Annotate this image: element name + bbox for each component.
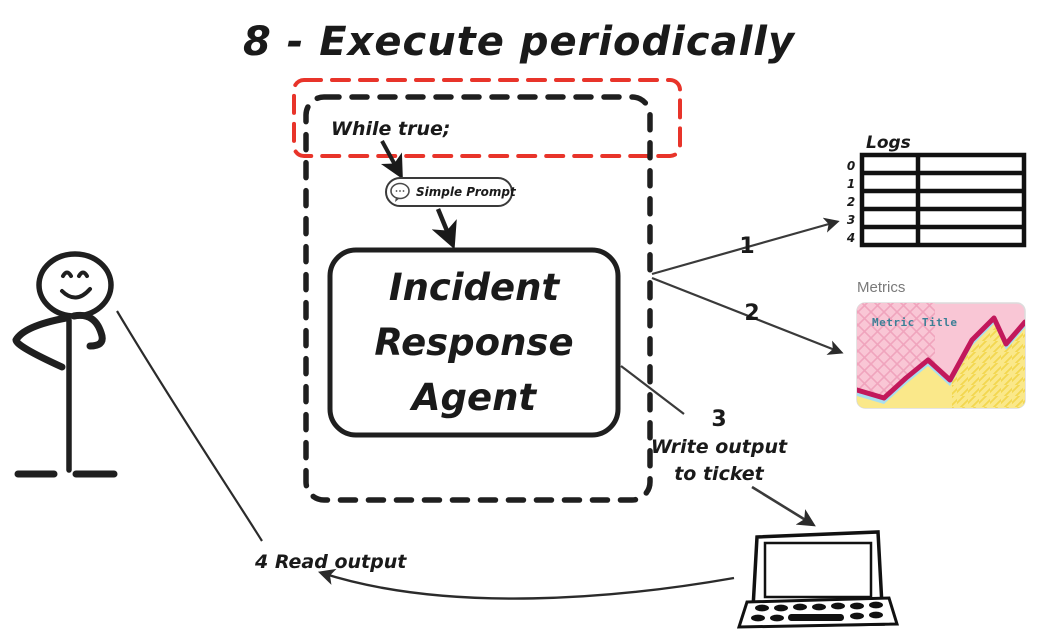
connector-3-stub — [620, 365, 685, 415]
connector-2-line — [651, 276, 844, 355]
logs-row-label-1: 1 — [847, 177, 855, 191]
logs-title: Logs — [866, 133, 911, 153]
while-true-label: While true; — [331, 118, 450, 140]
stick-figure-person — [12, 251, 118, 478]
metrics-title: Metrics — [857, 279, 905, 296]
agent-label-line1: Incident — [389, 266, 561, 309]
metrics-chart: Metrics Metric Title — [856, 279, 1026, 409]
laptop-keys — [751, 601, 883, 622]
connector-4-line-upper — [116, 310, 263, 542]
logs-table-border — [859, 152, 1027, 248]
metrics-series-line — [857, 315, 1025, 401]
agent-label-line3: Agent — [409, 376, 538, 419]
simple-prompt-label: Simple Prompt — [416, 185, 517, 199]
logs-row-label-4: 4 — [846, 231, 855, 245]
connector-4-label: 4 Read output — [254, 551, 407, 573]
connector-3-label-line1: Write output — [651, 436, 788, 458]
periodic-execution-highlight — [292, 78, 682, 158]
metrics-chart-title: Metric Title — [872, 316, 957, 329]
logs-table: Logs 0 1 2 3 4 — [846, 133, 1027, 248]
simple-prompt-node[interactable]: Simple Prompt — [385, 177, 517, 207]
connector-prompt-to-agent — [431, 208, 457, 250]
connector-3-line — [751, 485, 816, 527]
metrics-area-hatch — [952, 324, 1025, 408]
logs-row-label-2: 2 — [847, 195, 855, 209]
agent-box[interactable] — [327, 247, 621, 438]
connector-while-to-prompt — [380, 140, 403, 180]
logs-row-label-0: 0 — [847, 159, 855, 173]
connector-3-number: 3 — [711, 407, 726, 432]
connector-4-line-lower — [317, 568, 735, 600]
connector-2-label: 2 — [744, 301, 759, 326]
simple-prompt-pill[interactable] — [385, 177, 513, 207]
incident-response-agent-node[interactable]: Incident Response Agent — [327, 247, 621, 438]
connector-1-label: 1 — [739, 234, 754, 259]
laptop-screen — [763, 541, 873, 599]
connector-3-label-line2: to ticket — [674, 463, 764, 485]
agent-label-line2: Response — [374, 321, 573, 364]
agent-container-boundary — [303, 94, 653, 503]
connector-1-line — [651, 217, 840, 276]
laptop-device — [736, 530, 900, 629]
chat-bubble-icon — [390, 182, 410, 202]
logs-row-label-3: 3 — [847, 213, 855, 227]
page-title: 8 - Execute periodically — [243, 19, 796, 65]
